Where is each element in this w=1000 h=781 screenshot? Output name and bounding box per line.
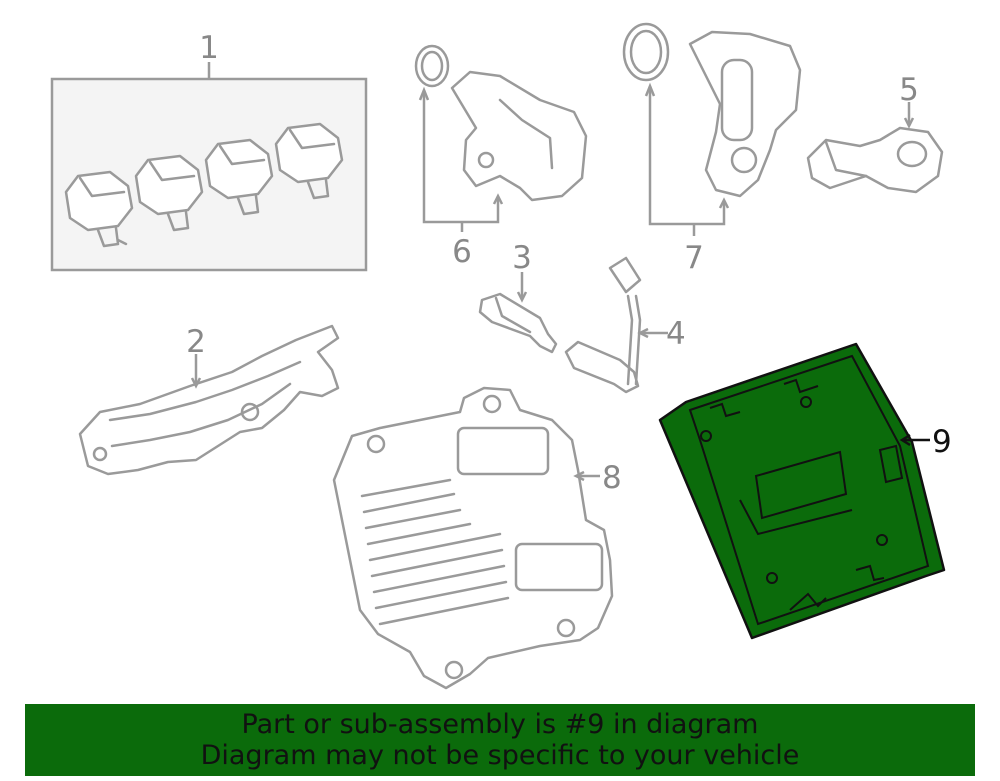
part-1-ignition-coils[interactable] <box>50 62 368 272</box>
banner-line-2: Diagram may not be specific to your vehi… <box>200 740 800 771</box>
arrowhead-5 <box>903 117 915 129</box>
callout-9[interactable]: 9 <box>932 424 952 460</box>
arrowhead-7b <box>718 197 730 209</box>
part-7-crank-sensor[interactable] <box>622 22 802 236</box>
part-9-control-module-highlighted[interactable] <box>658 342 946 640</box>
callout-2[interactable]: 2 <box>186 324 206 360</box>
callout-5[interactable]: 5 <box>899 72 919 108</box>
part-4-o2-sensor[interactable] <box>564 256 668 394</box>
callout-4[interactable]: 4 <box>666 316 686 352</box>
part-2-harness[interactable] <box>78 324 340 476</box>
part-8-ecm[interactable] <box>332 386 614 690</box>
arrowhead-4 <box>637 327 649 339</box>
info-banner: Part or sub-assembly is #9 in diagram Di… <box>25 704 975 776</box>
arrowhead-6 <box>492 193 504 205</box>
arrowhead-2 <box>190 377 202 389</box>
arrowhead-8 <box>573 470 585 482</box>
part-5-knock-sensor[interactable] <box>806 102 944 194</box>
part-6-cam-sensor[interactable] <box>414 44 588 232</box>
callout-1[interactable]: 1 <box>199 30 219 66</box>
coil-4 <box>274 122 344 200</box>
arrowhead-3 <box>516 291 528 303</box>
callout-8[interactable]: 8 <box>602 460 622 496</box>
callout-6[interactable]: 6 <box>452 234 472 270</box>
callout-3[interactable]: 3 <box>512 240 532 276</box>
coil-1 <box>64 170 134 248</box>
banner-line-1: Part or sub-assembly is #9 in diagram <box>241 709 759 740</box>
callout-7[interactable]: 7 <box>684 240 704 276</box>
arrowhead-7a <box>644 82 656 97</box>
part-3-sensor[interactable] <box>478 272 558 354</box>
coil-2 <box>134 154 204 232</box>
coil-3 <box>204 138 274 216</box>
